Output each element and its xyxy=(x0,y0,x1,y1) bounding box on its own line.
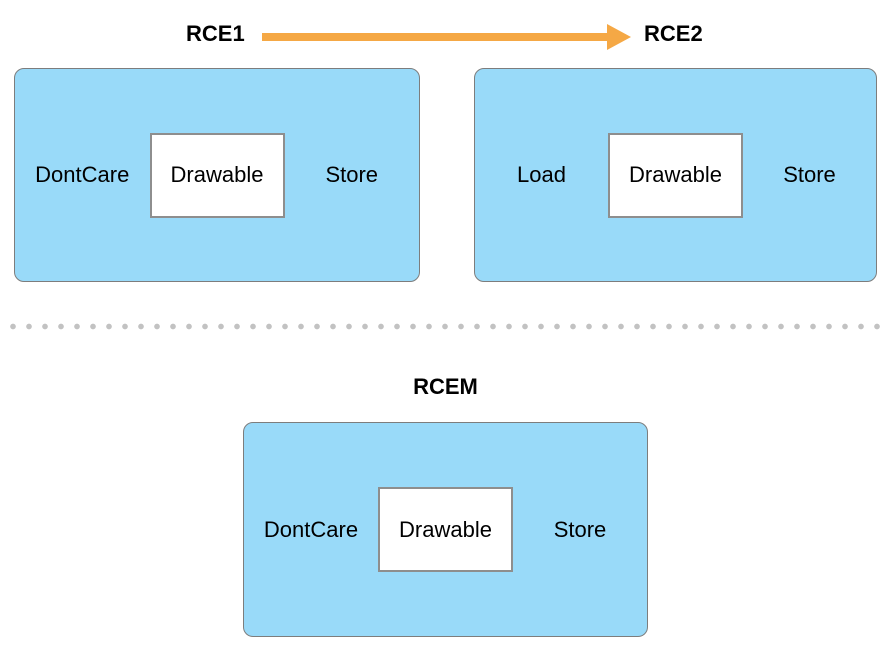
rcem-load-action-label: DontCare xyxy=(263,516,359,542)
rcem-drawable-box: Drawable xyxy=(378,487,513,572)
arrow-right-icon xyxy=(262,33,608,41)
dotted-separator xyxy=(5,322,881,331)
rcem-drawable-label: Drawable xyxy=(399,516,492,542)
rce2-drawable-label: Drawable xyxy=(629,162,722,187)
rcem-title: RCEM xyxy=(413,374,478,399)
rce2-title: RCE2 xyxy=(644,21,703,46)
rce2-store-action-label: Store xyxy=(783,162,836,187)
rce1-title: RCE1 xyxy=(186,21,245,46)
rce1-drawable-label: Drawable xyxy=(170,162,264,187)
rcem-panel: DontCare Drawable Store xyxy=(243,422,648,637)
rcem-store-action-label: Store xyxy=(553,516,607,542)
rce1-panel: DontCare Drawable Store xyxy=(14,68,420,282)
rce1-drawable-box: Drawable xyxy=(149,132,285,218)
rce1-store-action-label: Store xyxy=(325,162,379,187)
arrow-right-head-icon xyxy=(607,24,631,50)
rce1-load-action-label: DontCare xyxy=(35,162,130,187)
rce2-drawable-box: Drawable xyxy=(608,132,743,218)
rce2-panel: Load Drawable Store xyxy=(474,68,877,282)
rce2-load-action-label: Load xyxy=(517,162,566,187)
